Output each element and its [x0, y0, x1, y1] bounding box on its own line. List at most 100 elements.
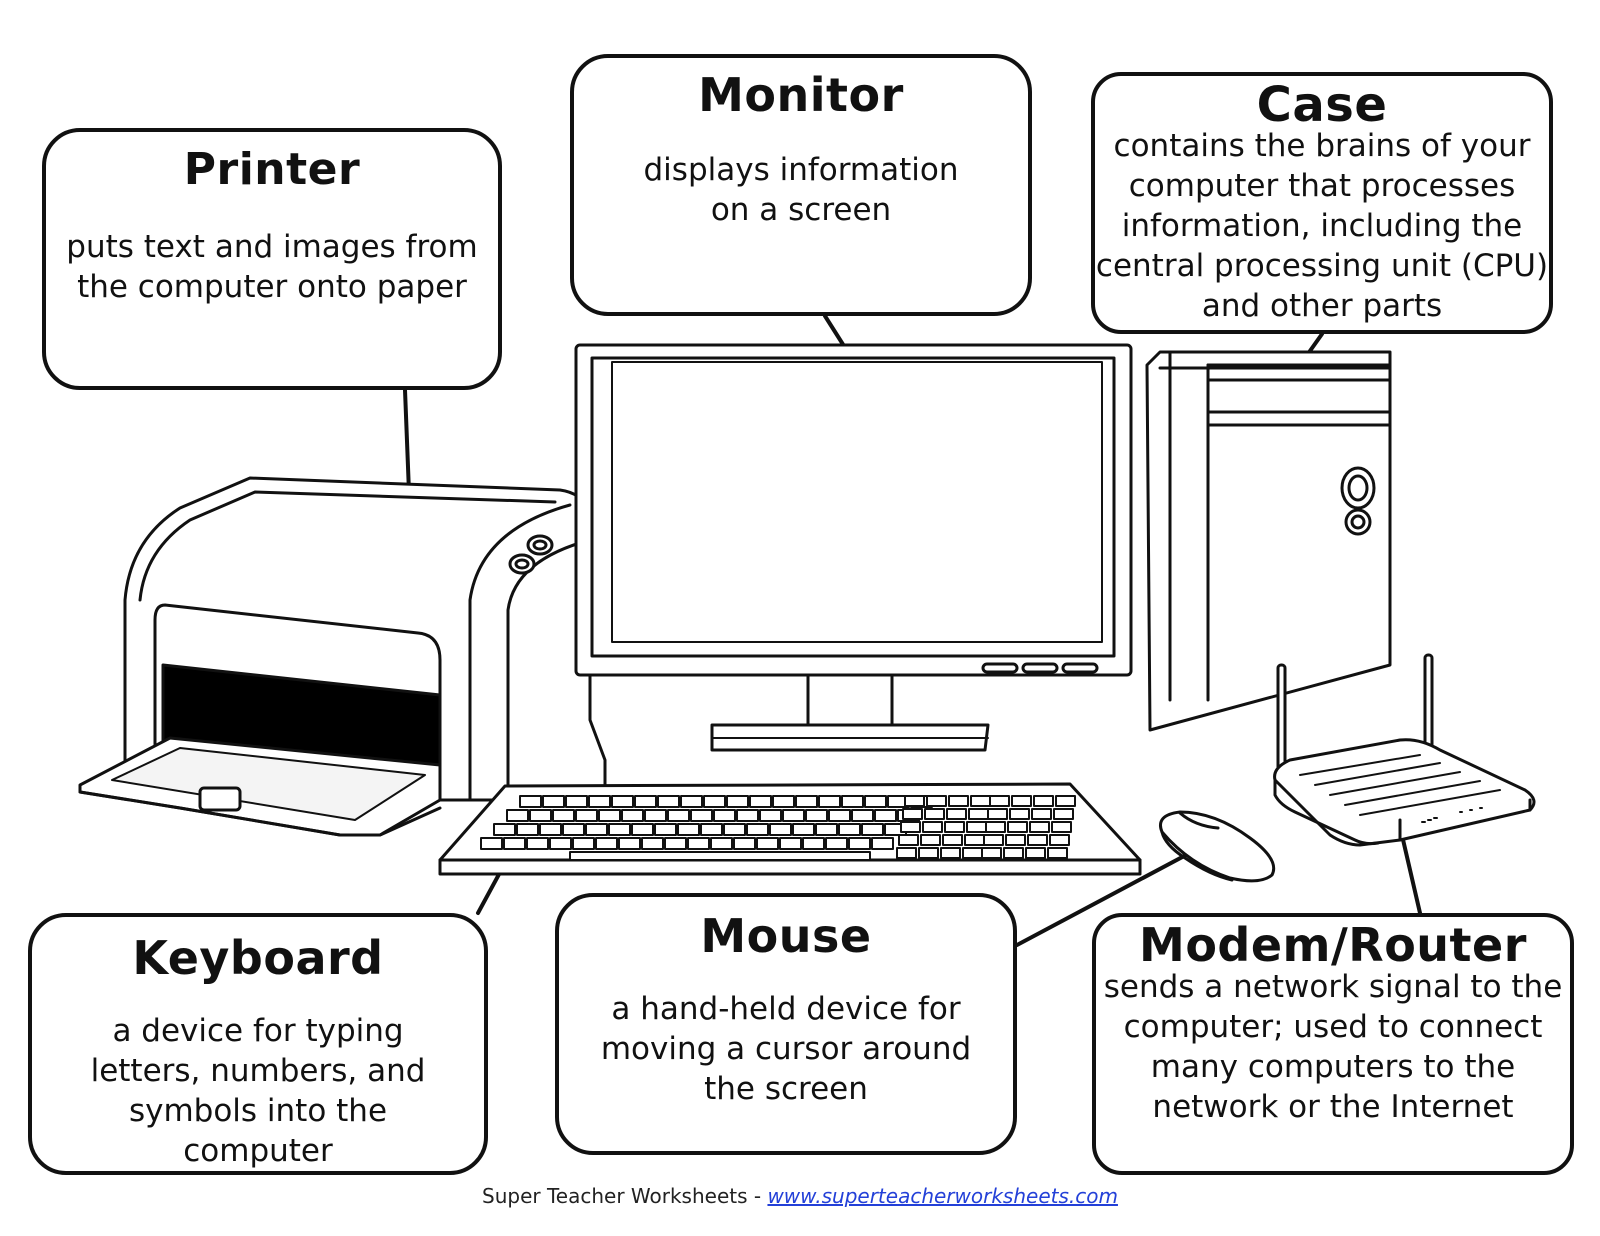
- keyboard-key: [981, 847, 1002, 859]
- keyboard-key: [1003, 847, 1024, 859]
- keyboard-key: [756, 837, 779, 850]
- keyboard-illustration: [438, 782, 1142, 876]
- keyboard-key: [519, 795, 542, 808]
- keyboard-key: [585, 823, 608, 836]
- keyboard-key: [644, 809, 667, 822]
- keyboard-key: [631, 823, 654, 836]
- mouse-label-box: Mouse a hand-held device for moving a cu…: [555, 893, 1017, 1155]
- keyboard-key: [539, 823, 562, 836]
- keyboard-key: [924, 808, 945, 820]
- keyboard-key: [549, 837, 572, 850]
- keyboard-key: [985, 821, 1006, 833]
- keyboard-key: [588, 795, 611, 808]
- printer-description: puts text and images from the computer o…: [66, 229, 478, 305]
- mouse-connector: [1015, 836, 1220, 947]
- keyboard-description: a device for typing letters, numbers, an…: [90, 1013, 426, 1169]
- keyboard-key: [942, 834, 963, 846]
- keyboard-key: [618, 837, 641, 850]
- keyboard-key: [1009, 808, 1030, 820]
- keyboard-key: [667, 809, 690, 822]
- keyboard-key: [940, 847, 961, 859]
- keyboard-key: [926, 795, 947, 807]
- keyboard-key: [871, 837, 894, 850]
- keyboard-key: [968, 808, 989, 820]
- printer-label-box: Printer puts text and images from the co…: [42, 128, 502, 390]
- keyboard-key: [710, 837, 733, 850]
- keyboard-key: [987, 808, 1008, 820]
- printer-title: Printer: [183, 144, 361, 195]
- keyboard-key: [664, 837, 687, 850]
- keyboard-key: [733, 837, 756, 850]
- keyboard-key: [1049, 834, 1070, 846]
- keyboard-key: [825, 837, 848, 850]
- keyboard-key: [562, 823, 585, 836]
- router-description: sends a network signal to the computer; …: [1103, 969, 1563, 1125]
- keyboard-key: [621, 809, 644, 822]
- keyboard-key: [713, 809, 736, 822]
- keyboard-key: [1029, 821, 1050, 833]
- keyboard-key: [1033, 795, 1054, 807]
- keyboard-key: [1031, 808, 1052, 820]
- router-illustration: [1273, 653, 1536, 847]
- keyboard-key: [896, 847, 917, 859]
- footer: Super Teacher Worksheets - www.superteac…: [0, 1184, 1600, 1208]
- keyboard-key: [1005, 834, 1026, 846]
- keyboard-key: [726, 795, 749, 808]
- keyboard-key: [964, 834, 985, 846]
- keyboard-key: [805, 809, 828, 822]
- case-title: Case: [1256, 77, 1388, 133]
- keyboard-key: [900, 821, 921, 833]
- keyboard-title: Keyboard: [132, 931, 384, 985]
- keyboard-key: [1055, 795, 1076, 807]
- keyboard-key: [641, 837, 664, 850]
- keyboard-key: [542, 795, 565, 808]
- router-title: Modem/Router: [1139, 918, 1527, 972]
- keyboard-key: [838, 823, 861, 836]
- keyboard-key: [595, 837, 618, 850]
- keyboard-key: [634, 795, 657, 808]
- keyboard-key: [654, 823, 677, 836]
- keyboard-key: [841, 795, 864, 808]
- keyboard-key: [848, 837, 871, 850]
- keyboard-key: [575, 809, 598, 822]
- keyboard-label-box: Keyboard a device for typing letters, nu…: [28, 913, 488, 1175]
- case-description: contains the brains of your computer tha…: [1095, 128, 1549, 324]
- keyboard-key: [946, 808, 967, 820]
- keyboard-key: [782, 809, 805, 822]
- keyboard-key: [918, 847, 939, 859]
- keyboard-key: [828, 809, 851, 822]
- keyboard-key: [948, 795, 969, 807]
- keyboard-key: [690, 809, 713, 822]
- keyboard-key: [598, 809, 621, 822]
- keyboard-key: [749, 795, 772, 808]
- keyboard-key: [779, 837, 802, 850]
- keyboard-key: [677, 823, 700, 836]
- keyboard-key: [792, 823, 815, 836]
- mouse-title: Mouse: [700, 909, 872, 963]
- keyboard-key: [1053, 808, 1074, 820]
- keyboard-key: [922, 821, 943, 833]
- keyboard-key: [657, 795, 680, 808]
- keyboard-spacebar: [569, 851, 871, 861]
- keyboard-key: [902, 808, 923, 820]
- keyboard-key: [962, 847, 983, 859]
- keyboard-key: [700, 823, 723, 836]
- keyboard-key: [736, 809, 759, 822]
- keyboard-key: [526, 837, 549, 850]
- keyboard-key: [759, 809, 782, 822]
- keyboard-key: [529, 809, 552, 822]
- printer-illustration: [78, 476, 607, 837]
- mouse-illustration: [1159, 810, 1276, 883]
- keyboard-key: [989, 795, 1010, 807]
- keyboard-key: [1027, 834, 1048, 846]
- keyboard-key: [503, 837, 526, 850]
- keyboard-key: [1051, 821, 1072, 833]
- keyboard-key: [983, 834, 1004, 846]
- footer-link[interactable]: www.superteacherworksheets.com: [767, 1184, 1118, 1208]
- keyboard-key: [818, 795, 841, 808]
- keyboard-key: [864, 795, 887, 808]
- keyboard-key: [795, 795, 818, 808]
- keyboard-key: [611, 795, 634, 808]
- keyboard-key: [772, 795, 795, 808]
